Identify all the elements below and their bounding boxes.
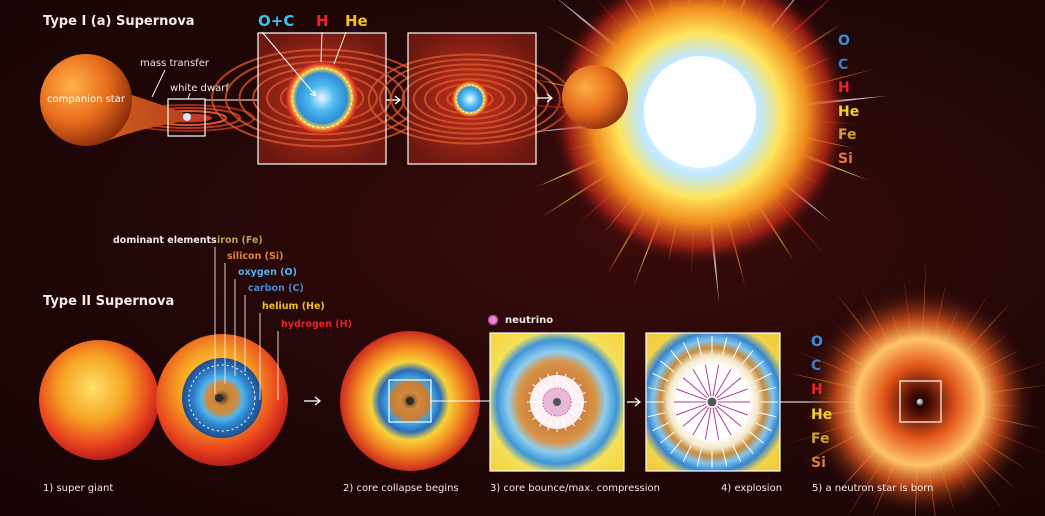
step-core-bounce: 3) core bounce/max. compression (490, 483, 660, 494)
step-explosion: 4) explosion (721, 483, 783, 494)
neutrino-legend-dot (487, 314, 499, 326)
type1-element-h: H (838, 80, 850, 97)
type1-element-fe: Fe (838, 127, 857, 144)
element-leader-lines (214, 247, 279, 400)
type2-title: Type II Supernova (43, 294, 175, 309)
isotope-oc-text: O+C (258, 12, 295, 30)
type1-title: Type I (a) Supernova (43, 14, 195, 29)
isotope-oxygen-carbon: O+C (258, 14, 294, 29)
dominant-element-4: helium (He) (262, 301, 325, 312)
type2-explosion (786, 262, 1045, 516)
type1-element-he: He (838, 103, 860, 120)
super-giant (39, 334, 288, 466)
type2-element-he: He (811, 406, 833, 423)
panel-white-dwarf-ignition (367, 32, 573, 165)
isotope-hydrogen: H (316, 14, 329, 29)
type2-element-c: C (811, 358, 822, 375)
type1-element-si: Si (838, 151, 853, 167)
companion-star (40, 54, 132, 146)
panel-explosion (645, 332, 781, 472)
type2-element-fe: Fe (811, 430, 830, 447)
companion-star-label: companion star (47, 94, 125, 105)
panel-white-dwarf-close (211, 31, 433, 165)
isotope-he-text: He (345, 12, 368, 30)
type2-element-o: O (811, 334, 823, 350)
step-super-giant: 1) super giant (43, 483, 114, 494)
type2-element-si: Si (811, 455, 826, 471)
step-core-collapse: 2) core collapse begins (343, 483, 459, 494)
dominant-element-5: hydrogen (H) (281, 319, 352, 330)
panel-core-bounce (489, 332, 625, 472)
dominant-element-1: silicon (Si) (227, 251, 284, 262)
white-dwarf-label: white dwarf (170, 83, 229, 94)
dominant-elements-heading: dominant elements: (113, 235, 221, 246)
dominant-element-3: carbon (C) (248, 283, 304, 294)
mass-transfer-label: mass transfer (140, 58, 209, 69)
type2-element-h: H (811, 382, 823, 399)
white-dwarf-dot (183, 113, 191, 121)
dominant-element-0: iron (Fe) (217, 235, 263, 246)
white-dwarf-box (167, 98, 206, 137)
step-neutron-star: 5) a neutron star is born (812, 483, 934, 494)
isotope-helium: He (345, 14, 368, 29)
neutrino-label: neutrino (505, 315, 554, 326)
type1-explosion (510, 0, 887, 304)
type1-element-c: C (838, 56, 849, 73)
dominant-element-2: oxygen (O) (238, 267, 297, 278)
type1-element-o: O (838, 33, 850, 49)
isotope-h-text: H (316, 12, 329, 30)
